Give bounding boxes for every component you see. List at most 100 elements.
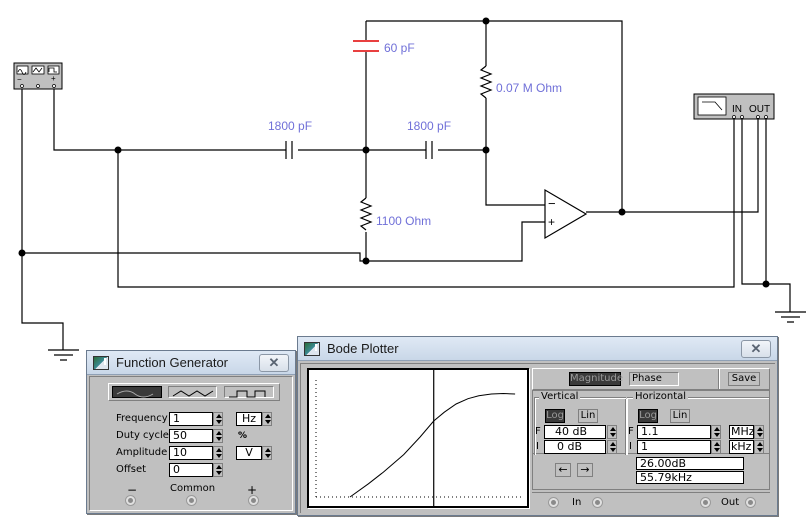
vertical-title: Vertical: [539, 391, 580, 402]
wire-fg-ground: [22, 88, 63, 350]
sine-icon: [113, 388, 163, 400]
close-button[interactable]: ✕: [741, 340, 771, 358]
ground-right: [775, 312, 806, 322]
junction: [19, 250, 26, 257]
capacitor-1800-a: [286, 141, 292, 159]
waveform-triangle-button[interactable]: [168, 386, 217, 398]
horizontal-initial-unit[interactable]: kHz: [729, 440, 754, 454]
horizontal-final-input[interactable]: 1.1: [637, 425, 711, 439]
amplitude-unit[interactable]: V: [236, 446, 262, 460]
terminal-in-plus[interactable]: [548, 497, 559, 508]
frequency-input[interactable]: 1: [169, 412, 213, 426]
divider: [718, 369, 719, 389]
label-1800pf-b: 1800 pF: [407, 119, 451, 133]
magnitude-curve: [350, 394, 515, 498]
function-generator-icon: − +: [14, 63, 62, 89]
horizontal-initial-input[interactable]: 1: [637, 440, 711, 454]
bode-plotter-titlebar[interactable]: Bode Plotter ✕: [298, 337, 777, 361]
terminal-out-plus[interactable]: [700, 497, 711, 508]
horizontal-initial-unit-spinner[interactable]: [754, 440, 764, 454]
junction: [363, 258, 370, 265]
frequency-label: Frequency: [116, 413, 168, 424]
vertical-lin-button[interactable]: Lin: [578, 409, 598, 423]
terminal-minus[interactable]: [125, 495, 136, 506]
offset-input[interactable]: 0: [169, 463, 213, 477]
readout-magnitude: 26.00dB: [636, 457, 744, 470]
function-generator-titlebar[interactable]: Function Generator ✕: [87, 351, 295, 375]
wire-out: [622, 118, 758, 212]
wire-input: [54, 88, 286, 150]
vertical-log-button[interactable]: Log: [545, 409, 565, 423]
amplitude-spinner[interactable]: [213, 446, 223, 460]
horizontal-final-spinner[interactable]: [711, 425, 721, 439]
label-60pf: 60 pF: [384, 41, 415, 55]
amplitude-input[interactable]: 10: [169, 446, 213, 460]
duty-cycle-input[interactable]: 50: [169, 429, 213, 443]
opamp-plus: +: [548, 215, 555, 229]
terminal-common[interactable]: [186, 495, 197, 506]
resistor-0.07M: [481, 66, 491, 98]
readout-panel: ← → 26.00dB 55.79kHz: [532, 454, 770, 490]
resistor-1100: [361, 198, 371, 230]
frequency-unit-spinner[interactable]: [262, 412, 272, 426]
terminal-common-label: Common: [170, 483, 215, 494]
horizontal-final-label: F: [628, 426, 634, 437]
bode-plotter-icon: IN OUT: [694, 94, 774, 119]
vertical-final-input[interactable]: 40 dB: [544, 425, 606, 439]
triangle-icon: [169, 388, 218, 400]
save-button[interactable]: Save: [728, 372, 760, 386]
svg-text:−: −: [17, 75, 22, 84]
horizontal-lin-button[interactable]: Lin: [670, 409, 690, 423]
label-1100ohm: 1100 Ohm: [376, 214, 431, 228]
fg-body: Frequency 1 Hz Duty cycle 50 % Amplitude…: [89, 376, 293, 511]
cursor-right-button[interactable]: →: [577, 463, 593, 477]
close-button[interactable]: ✕: [259, 354, 289, 372]
amplitude-unit-spinner[interactable]: [262, 446, 272, 460]
terminal-plus[interactable]: [248, 495, 259, 506]
app-icon: [93, 356, 109, 370]
offset-label: Offset: [116, 464, 146, 475]
horizontal-initial-spinner[interactable]: [711, 440, 721, 454]
bode-plot[interactable]: [309, 370, 527, 506]
label-1800pf-a: 1800 pF: [268, 119, 312, 133]
junction: [363, 147, 370, 154]
duty-cycle-unit: %: [238, 431, 247, 441]
opamp-minus: −: [548, 196, 556, 211]
vertical-initial-input[interactable]: 0 dB: [544, 440, 606, 454]
horizontal-final-unit-spinner[interactable]: [754, 425, 764, 439]
wire-ground-common: [22, 253, 366, 261]
terminal-out-minus[interactable]: [745, 497, 756, 508]
terminal-in-label: In: [572, 497, 581, 508]
vertical-initial-label: I: [536, 441, 539, 452]
terminal-in-minus[interactable]: [592, 497, 603, 508]
cursor-left-button[interactable]: ←: [555, 463, 571, 477]
label-0.07mohm: 0.07 M Ohm: [496, 81, 562, 95]
svg-text:IN: IN: [732, 104, 742, 115]
readout-frequency: 55.79kHz: [636, 471, 744, 484]
horizontal-log-button[interactable]: Log: [638, 409, 658, 423]
bode-plotter-window: Bode Plotter ✕ Magnitude Phase Save Vert…: [297, 336, 778, 516]
junction: [619, 209, 626, 216]
wire-inv-input: [486, 150, 545, 205]
junction: [483, 147, 490, 154]
horizontal-final-unit[interactable]: MHz: [729, 425, 754, 439]
window-title: Bode Plotter: [327, 341, 399, 356]
axes-panel: Vertical Log Lin F 40 dB I 0 dB Horizont…: [532, 390, 770, 454]
duty-cycle-label: Duty cycle: [116, 430, 169, 441]
offset-spinner[interactable]: [213, 463, 223, 477]
amplitude-label: Amplitude: [116, 447, 167, 458]
junction: [483, 18, 490, 25]
window-title: Function Generator: [116, 355, 228, 370]
phase-button[interactable]: Phase: [629, 372, 679, 386]
horizontal-initial-label: I: [629, 441, 632, 452]
frequency-spinner[interactable]: [213, 412, 223, 426]
waveform-square-button[interactable]: [224, 386, 274, 398]
frequency-unit[interactable]: Hz: [236, 412, 262, 426]
vertical-final-spinner[interactable]: [607, 425, 617, 439]
duty-cycle-spinner[interactable]: [213, 429, 223, 443]
terminal-bar: In Out: [532, 492, 770, 512]
magnitude-button[interactable]: Magnitude: [569, 372, 621, 386]
vertical-initial-spinner[interactable]: [607, 440, 617, 454]
waveform-sine-button[interactable]: [112, 386, 162, 398]
capacitor-60pf: [353, 41, 379, 51]
